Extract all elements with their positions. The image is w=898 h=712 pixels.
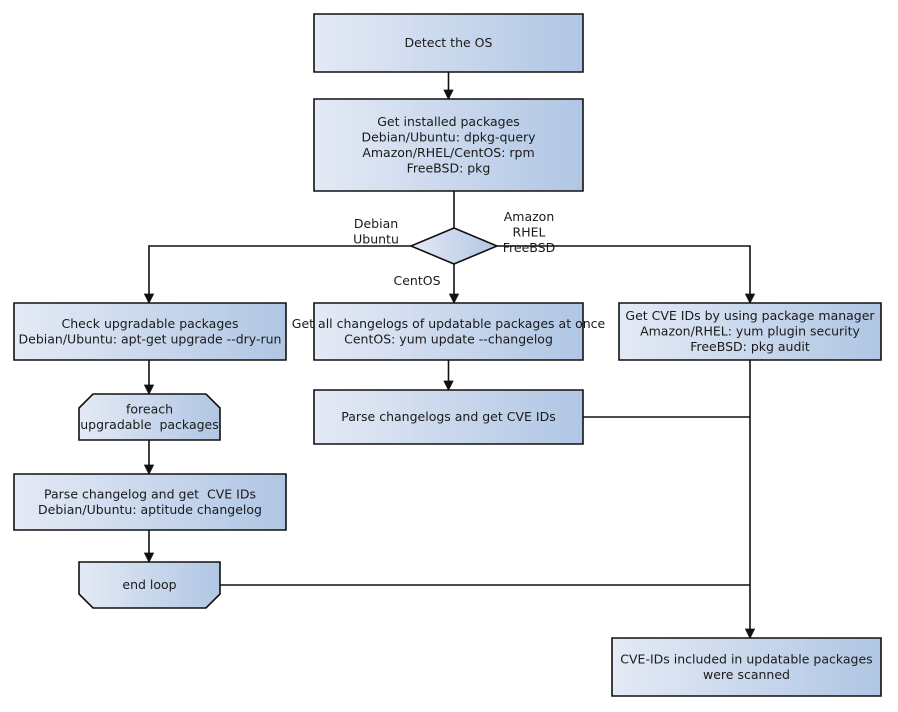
flow-node-os-decision[interactable] — [408, 227, 500, 265]
flow-node-parse-changelogs-cve-ids[interactable]: Parse changelogs and get CVE IDs — [313, 389, 584, 445]
node-shape-rect — [313, 98, 584, 192]
node-shape-rect — [313, 13, 584, 73]
edges-layer — [143, 72, 756, 640]
flow-connector — [143, 245, 411, 305]
flow-node-detect-os[interactable]: Detect the OS — [313, 13, 584, 73]
node-shape-loop-end — [78, 561, 221, 609]
flow-connector — [497, 245, 756, 305]
node-shape-rect — [618, 302, 882, 361]
node-shape-rect — [13, 302, 287, 361]
edge-label-label-centos: CentOS — [393, 273, 440, 288]
node-shape-rect — [13, 473, 287, 531]
node-shape-rect — [611, 637, 882, 697]
node-label-end-loop: end loop — [122, 577, 176, 592]
flow-node-get-all-changelogs[interactable]: Get all changelogs of updatable packages… — [292, 302, 606, 361]
flow-node-end-loop[interactable]: end loop — [78, 561, 221, 609]
node-shape-diamond — [408, 227, 500, 265]
node-label-get-all-changelogs: Get all changelogs of updatable packages… — [292, 315, 606, 346]
node-label-detect-os: Detect the OS — [405, 35, 493, 50]
node-shape-rect — [313, 302, 584, 361]
node-shape-rect — [313, 389, 584, 445]
node-label-parse-changelogs-cve-ids: Parse changelogs and get CVE IDs — [341, 409, 555, 424]
node-shape-loop-start — [78, 393, 221, 441]
